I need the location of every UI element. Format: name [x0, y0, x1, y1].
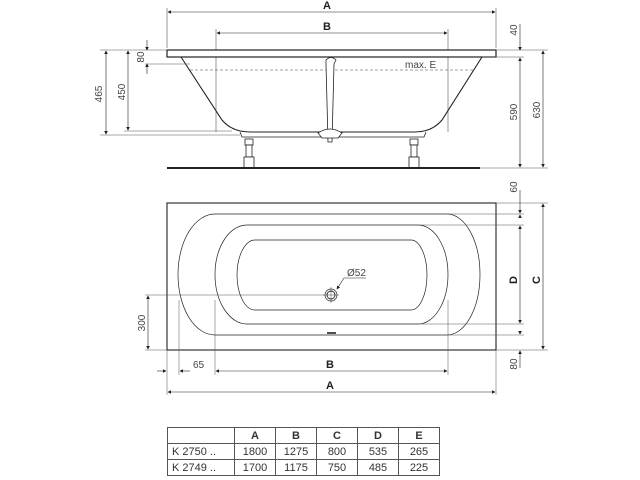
plan-view: [145, 190, 548, 395]
dim-80-side-label: 80: [136, 51, 147, 63]
plan-dim-a-label: A: [326, 380, 334, 392]
table-cell: 1800: [234, 443, 276, 460]
table-row: K 2750 .. 1800 1275 800 535 265: [167, 443, 440, 460]
dim-590-label: 590: [509, 103, 520, 120]
table-cell: 750: [316, 459, 358, 476]
table-cell: 485: [357, 459, 399, 476]
dim-630-label: 630: [532, 101, 543, 118]
dimension-spec-table: A B C D E K 2750 .. 1800 1275 800 535 26…: [167, 427, 440, 476]
side-view: [100, 8, 548, 169]
table-header-cell: B: [275, 427, 317, 444]
table-cell: 265: [398, 443, 440, 460]
table-header-row: A B C D E: [167, 427, 440, 444]
right-foot: [408, 138, 420, 169]
max-level-label: max. E: [405, 60, 436, 71]
table-header-cell: C: [316, 427, 358, 444]
table-cell-model: K 2750 ..: [167, 443, 235, 460]
table-header-cell: A: [234, 427, 276, 444]
table-cell-model: K 2749 ..: [167, 459, 235, 476]
plan-dim-b-label: B: [326, 359, 334, 371]
table-header-cell: [167, 427, 235, 444]
dim-80-plan-label: 80: [509, 358, 520, 370]
table-header-cell: D: [357, 427, 399, 444]
side-dim-a-label: A: [323, 0, 331, 12]
table-cell: 800: [316, 443, 358, 460]
dim-60-label: 60: [509, 181, 520, 193]
table-cell: 1700: [234, 459, 276, 476]
left-foot: [243, 138, 255, 169]
plan-dim-d-label: D: [508, 276, 520, 284]
table-header-cell: E: [398, 427, 440, 444]
dim-300-label: 300: [137, 314, 148, 331]
drain-diameter-label: Ø52: [347, 268, 366, 279]
table-cell: 225: [398, 459, 440, 476]
dim-40-label: 40: [509, 24, 520, 36]
table-cell: 1175: [275, 459, 317, 476]
dim-65-label: 65: [193, 360, 205, 371]
dim-450-label: 450: [117, 83, 128, 100]
table-cell: 1275: [275, 443, 317, 460]
table-cell: 535: [357, 443, 399, 460]
table-row: K 2749 .. 1700 1175 750 485 225: [167, 459, 440, 476]
dim-465-label: 465: [94, 85, 105, 102]
plan-dim-c-label: C: [531, 276, 543, 284]
side-dim-b-label: B: [323, 21, 331, 33]
